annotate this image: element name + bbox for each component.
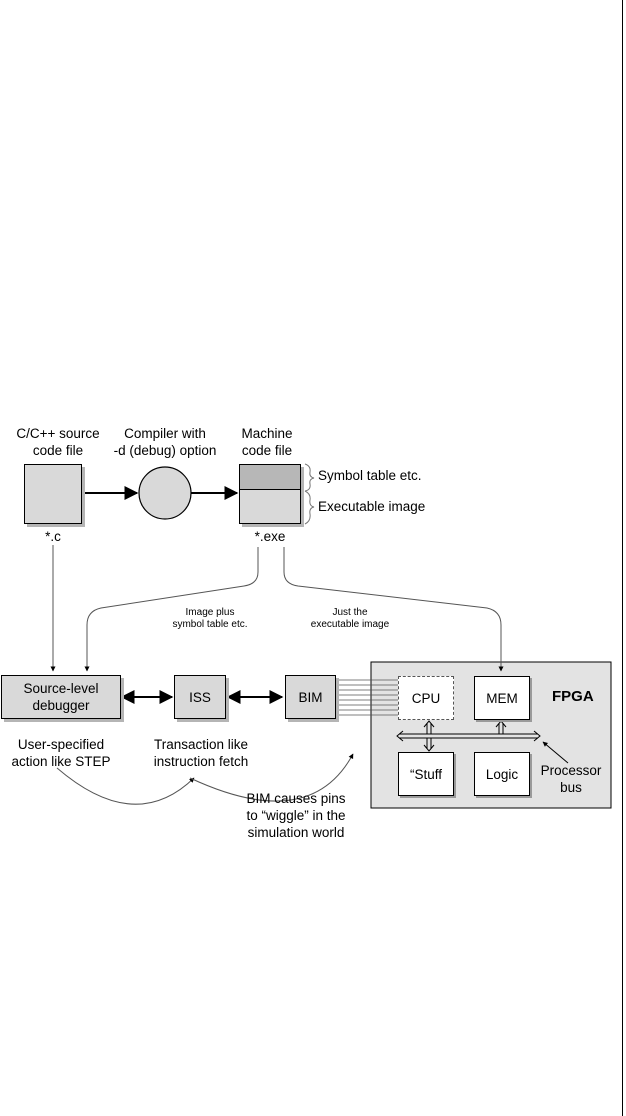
source-title-line2: code file <box>32 443 84 458</box>
image-plus-line2: symbol table etc. <box>172 619 248 630</box>
debugger-line1: Source-level <box>23 681 99 696</box>
machine-file-executable-section <box>239 489 301 524</box>
executable-image-brace <box>304 490 315 525</box>
transaction-to-pins-curve <box>189 753 354 802</box>
mem-box: MEM <box>474 676 530 720</box>
compiler-title-line1: Compiler with <box>124 426 206 441</box>
processor-bus-label: Processor bus <box>536 762 606 796</box>
just-executable-annotation: Just the executable image <box>294 607 406 631</box>
compiler-circle <box>138 466 192 520</box>
iss-note-line2: instruction fetch <box>153 754 249 769</box>
bim-note-line2: to “wiggle” in the <box>246 808 346 823</box>
machine-file-symbol-section <box>239 464 301 490</box>
bim-pin-lines <box>336 679 398 716</box>
executable-to-mem-path <box>283 547 504 672</box>
image-plus-annotation: Image plus symbol table etc. <box>154 607 266 631</box>
executable-image-label: Executable image <box>318 499 426 514</box>
bim-note: BIM causes pins to “wiggle” in the simul… <box>238 790 354 841</box>
debugger-note: User-specified action like STEP <box>0 736 122 770</box>
machine-file-title: Machine code file <box>222 425 312 459</box>
bim-note-line3: simulation world <box>247 825 345 840</box>
step-to-transaction-curve <box>56 767 195 805</box>
bim-box: BIM <box>285 675 336 719</box>
iss-note: Transaction like instruction fetch <box>140 736 262 770</box>
source-file-box <box>24 464 82 524</box>
stuff-box: “Stuff <box>398 752 454 796</box>
compiler-title-line2: -d (debug) option <box>113 443 217 458</box>
compiler-title: Compiler with -d (debug) option <box>105 425 225 459</box>
debugger-note-line1: User-specified <box>17 737 105 752</box>
cpu-box: CPU <box>398 676 454 720</box>
iss-note-line1: Transaction like <box>153 737 249 752</box>
image-plus-line1: Image plus <box>185 607 235 618</box>
processor-bus <box>396 720 541 752</box>
fpga-label: FPGA <box>552 688 594 705</box>
iss-box: ISS <box>174 675 226 719</box>
source-title-line1: C/C++ source <box>16 426 100 441</box>
symbol-table-brace <box>304 463 315 492</box>
image-plus-symbols-path <box>84 547 259 672</box>
bus-label-line1: Processor <box>540 763 602 778</box>
source-file-title: C/C++ source code file <box>4 425 112 459</box>
bim-note-line1: BIM causes pins <box>246 791 346 806</box>
just-exec-line2: executable image <box>310 619 390 630</box>
source-file-ext: *.c <box>45 529 61 544</box>
machine-title-line1: Machine <box>241 426 293 441</box>
bus-label-line2: bus <box>560 780 582 795</box>
debugger-box: Source-level debugger <box>1 675 121 719</box>
debugger-note-line2: action like STEP <box>11 754 111 769</box>
symbol-table-label: Symbol table etc. <box>318 468 422 483</box>
machine-file-ext: *.exe <box>254 529 286 544</box>
debugger-line2: debugger <box>32 698 90 713</box>
machine-title-line2: code file <box>241 443 293 458</box>
logic-box: Logic <box>474 752 530 796</box>
processor-bus-pointer <box>542 741 569 764</box>
page-right-border <box>622 0 623 1116</box>
just-exec-line1: Just the <box>332 607 368 618</box>
